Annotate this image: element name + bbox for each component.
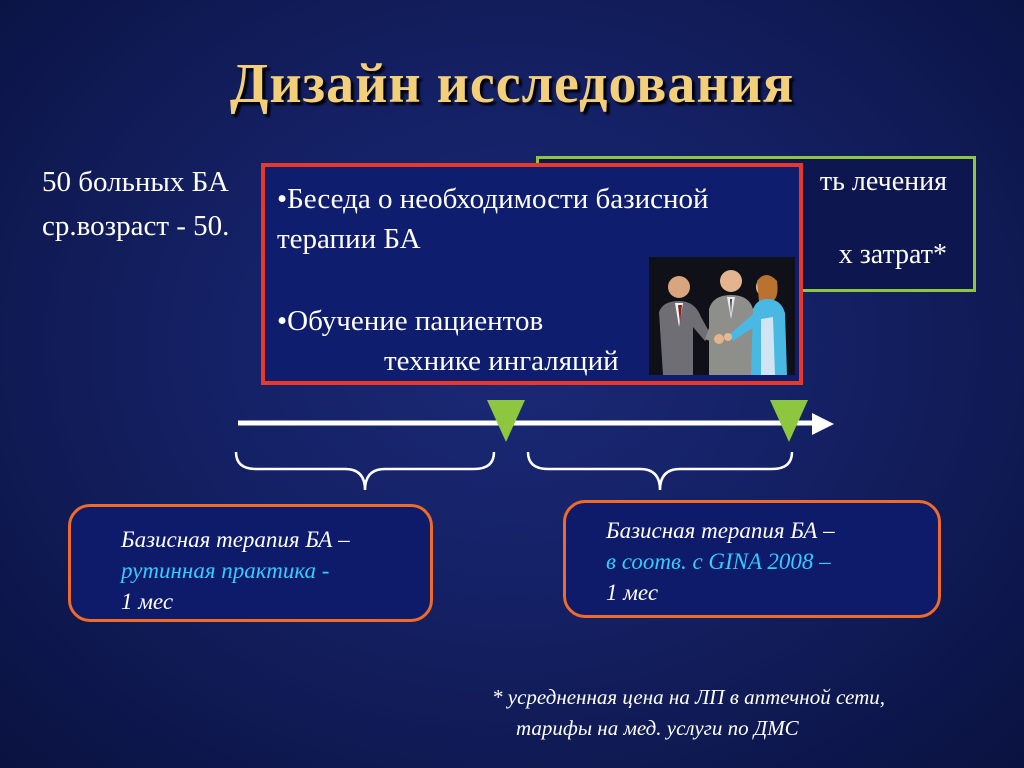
timeline-arrow [238,413,834,435]
phase-2-title: Базисная терапия БА – [606,518,835,543]
phase-1-title: Базисная терапия БА – [121,527,350,552]
phase-2-box: Базисная терапия БА – в соотв. с GINA 20… [563,500,941,618]
curly-brace-1 [234,451,496,491]
phase-1-duration: 1 мес [121,589,174,614]
intervention-box: •Беседа о необходимости базисной терапии… [261,163,803,385]
footnote-line-2: тарифы на мед. услуги по ДМС [516,716,799,740]
outcomes-line-1: ть лечения [819,166,947,197]
patients-age: ср.возраст - 50. [42,210,230,242]
marker-triangle-2 [770,400,808,442]
intervention-item-1-line-2: терапии БА [277,223,421,255]
phase-1-description: рутинная практика - [121,558,330,583]
phase-2-description: в соотв. с GINA 2008 – [606,549,831,574]
curly-brace-2 [526,451,794,491]
patients-count: 50 больных БА [42,166,229,198]
phase-1-box: Базисная терапия БА – рутинная практика … [68,504,433,622]
outcomes-line-2: х затрат* [838,239,947,270]
patients-info: 50 больных БА ср.возраст - 50. [42,160,229,248]
phase-2-duration: 1 мес [606,580,659,605]
business-people-handshake-picture [649,257,795,375]
intervention-item-1-line-1: •Беседа о необходимости базисной [277,183,709,215]
slide-title: Дизайн исследования [229,53,795,115]
footnote-line-1: * усредненная цена на ЛП в аптечной сети… [492,685,885,709]
footnote: * усредненная цена на ЛП в аптечной сети… [492,682,885,744]
intervention-item-2-line-2: технике ингаляций [384,345,619,377]
marker-triangle-1 [487,400,525,442]
intervention-item-2-line-1: •Обучение пациентов [277,305,544,337]
